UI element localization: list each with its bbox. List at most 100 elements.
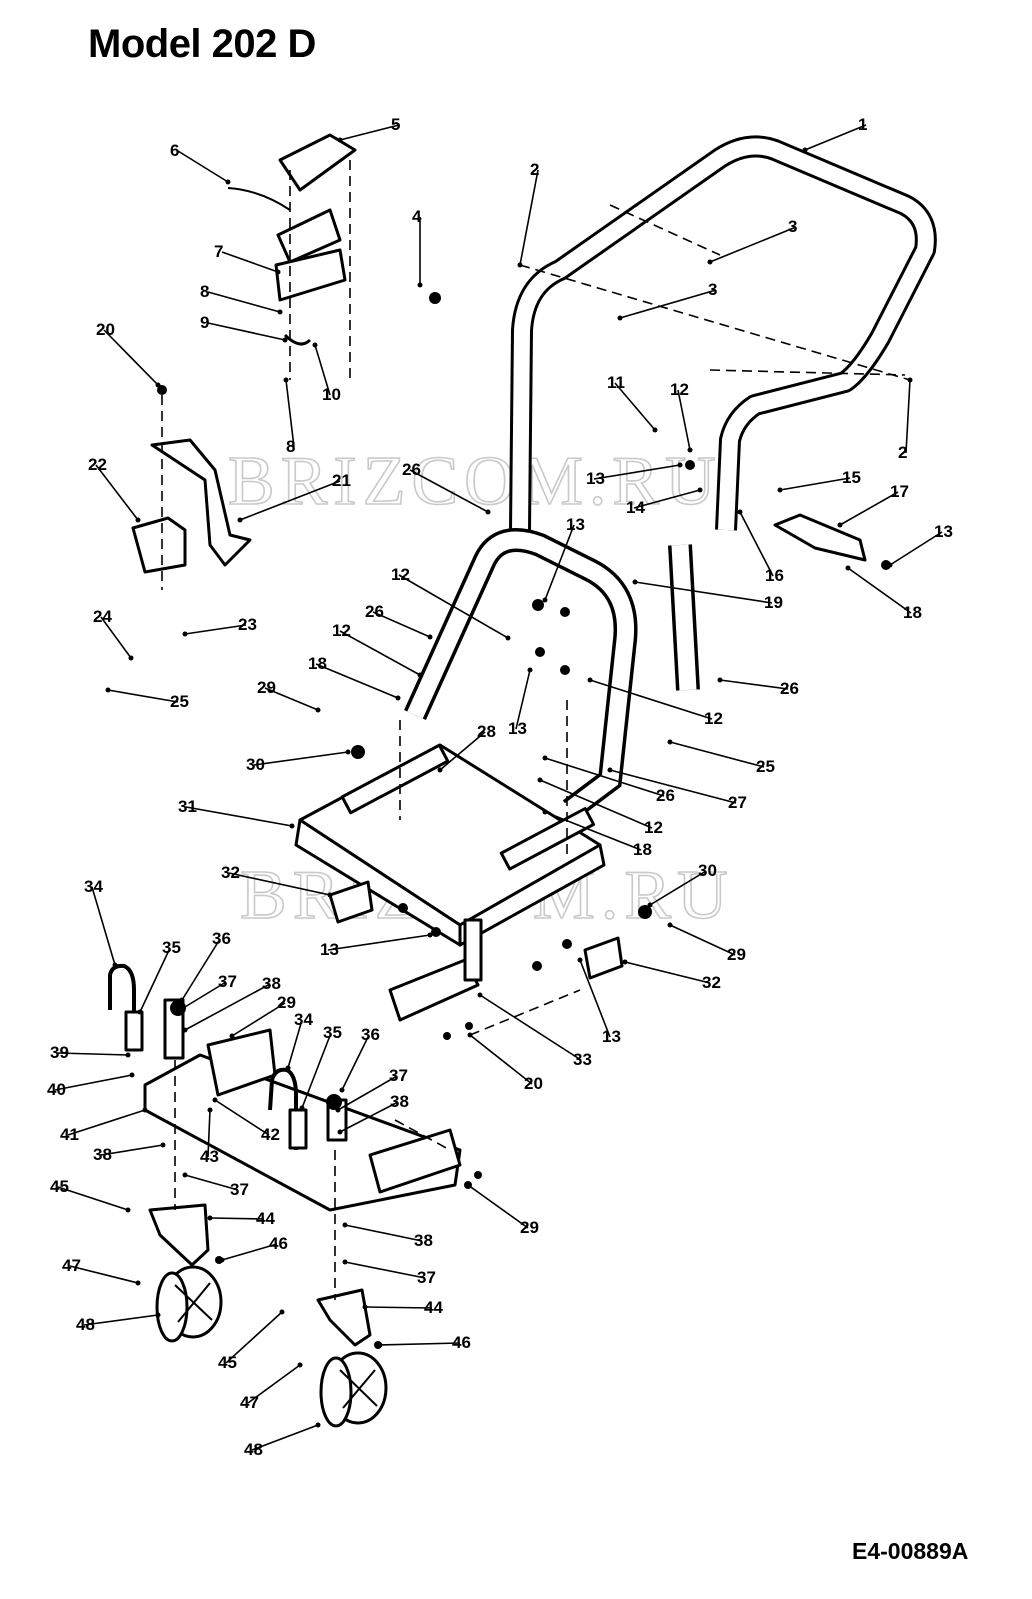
callout-42: 42 xyxy=(212,1097,280,1144)
leader-line xyxy=(314,344,331,396)
leader-arrowhead xyxy=(339,1087,345,1093)
callout-34: 34 xyxy=(285,1010,313,1071)
leader-arrowhead xyxy=(517,262,523,268)
callout-40: 40 xyxy=(47,1072,135,1099)
callout-26: 26 xyxy=(402,460,491,515)
leader-line xyxy=(779,477,851,491)
leader-line xyxy=(479,994,582,1061)
leader-line xyxy=(184,1174,239,1191)
mount-bracket-left xyxy=(328,880,374,924)
callout-number: 40 xyxy=(47,1080,66,1099)
leader-arrowhead xyxy=(125,1207,131,1213)
leader-arrowhead xyxy=(907,377,913,383)
leader-line xyxy=(107,689,179,703)
callout-13: 13 xyxy=(586,462,683,488)
callout-46: 46 xyxy=(219,1234,288,1263)
leader-line xyxy=(467,1184,529,1229)
callout-30: 30 xyxy=(246,749,351,774)
leader-arrowhead xyxy=(395,695,401,701)
callout-number: 44 xyxy=(424,1298,443,1317)
callout-number: 12 xyxy=(391,565,410,584)
callout-number: 28 xyxy=(477,722,496,741)
leader-arrowhead xyxy=(465,1182,471,1188)
callout-37: 37 xyxy=(182,1172,249,1199)
leader-arrowhead xyxy=(182,1172,188,1178)
leader-line xyxy=(364,1306,433,1309)
callout-12: 12 xyxy=(332,621,423,678)
callout-43: 43 xyxy=(200,1107,219,1166)
leader-arrowhead xyxy=(137,1009,143,1015)
callout-number: 13 xyxy=(934,522,953,541)
callout-number: 37 xyxy=(230,1180,249,1199)
callout-number: 8 xyxy=(286,437,295,456)
callout-number: 38 xyxy=(262,974,281,993)
callout-number: 30 xyxy=(246,755,265,774)
leader-arrowhead xyxy=(837,522,843,528)
leader-line xyxy=(103,329,159,386)
leader-line xyxy=(339,630,421,676)
callout-38: 38 xyxy=(337,1092,409,1135)
leader-arrowhead xyxy=(667,922,673,928)
leader-arrowhead xyxy=(607,767,613,773)
leader-line xyxy=(247,1364,301,1404)
callout-number: 38 xyxy=(390,1092,409,1111)
leader-arrowhead xyxy=(129,1072,135,1078)
callout-number: 10 xyxy=(322,385,341,404)
callout-number: 37 xyxy=(417,1268,436,1287)
callout-38: 38 xyxy=(93,1142,166,1164)
callout-37: 37 xyxy=(342,1259,436,1287)
leader-arrowhead xyxy=(377,1342,383,1348)
callout-15: 15 xyxy=(777,468,861,493)
leader-arrowhead xyxy=(342,1222,348,1228)
leader-line xyxy=(301,1032,332,1109)
leader-line xyxy=(379,1342,461,1346)
leader-arrowhead xyxy=(617,315,623,321)
callout-19: 19 xyxy=(632,579,783,612)
leader-line xyxy=(285,379,295,448)
callout-number: 32 xyxy=(702,973,721,992)
leader-arrowhead xyxy=(277,309,283,315)
callout-number: 35 xyxy=(162,938,181,957)
leader-arrowhead xyxy=(285,1065,291,1071)
lower-handle xyxy=(404,528,700,820)
leader-arrowhead xyxy=(219,1257,225,1263)
callout-45: 45 xyxy=(218,1309,285,1372)
drawing-code: E4-00889A xyxy=(852,1538,969,1564)
callout-30: 30 xyxy=(647,861,717,908)
callout-number: 9 xyxy=(200,313,209,332)
callout-number: 31 xyxy=(178,797,197,816)
callout-5: 5 xyxy=(337,115,400,143)
caster-bracket xyxy=(148,1203,210,1267)
callout-34: 34 xyxy=(84,877,118,968)
leader-arrowhead xyxy=(345,749,351,755)
leader-arrowhead xyxy=(342,1259,348,1265)
leader-arrowhead xyxy=(437,767,443,773)
callout-number: 3 xyxy=(708,280,717,299)
leader-line xyxy=(264,687,319,711)
leader-line xyxy=(609,769,737,804)
callout-number: 26 xyxy=(365,602,384,621)
watermark: BRIZCOM.RU xyxy=(228,443,722,520)
leader-line xyxy=(251,1424,319,1451)
callout-number: 46 xyxy=(269,1234,288,1253)
leader-line xyxy=(341,1034,370,1091)
leader-line xyxy=(287,1019,303,1069)
callout-18: 18 xyxy=(845,565,922,622)
leader-line xyxy=(91,886,116,966)
leader-arrowhead xyxy=(505,635,511,641)
leader-line xyxy=(209,1217,265,1220)
callout-number: 26 xyxy=(402,460,421,479)
leader-arrowhead xyxy=(427,932,433,938)
callout-2: 2 xyxy=(517,160,539,268)
callout-number: 34 xyxy=(84,877,103,896)
leader-arrowhead xyxy=(845,565,851,571)
leader-line xyxy=(624,961,711,984)
leader-line xyxy=(519,169,539,266)
leader-arrowhead xyxy=(527,667,533,673)
callout-number: 41 xyxy=(60,1125,79,1144)
leader-arrowhead xyxy=(112,962,118,968)
leader-arrowhead xyxy=(182,631,188,637)
leader-line xyxy=(100,616,132,659)
leader-line xyxy=(221,1243,278,1261)
